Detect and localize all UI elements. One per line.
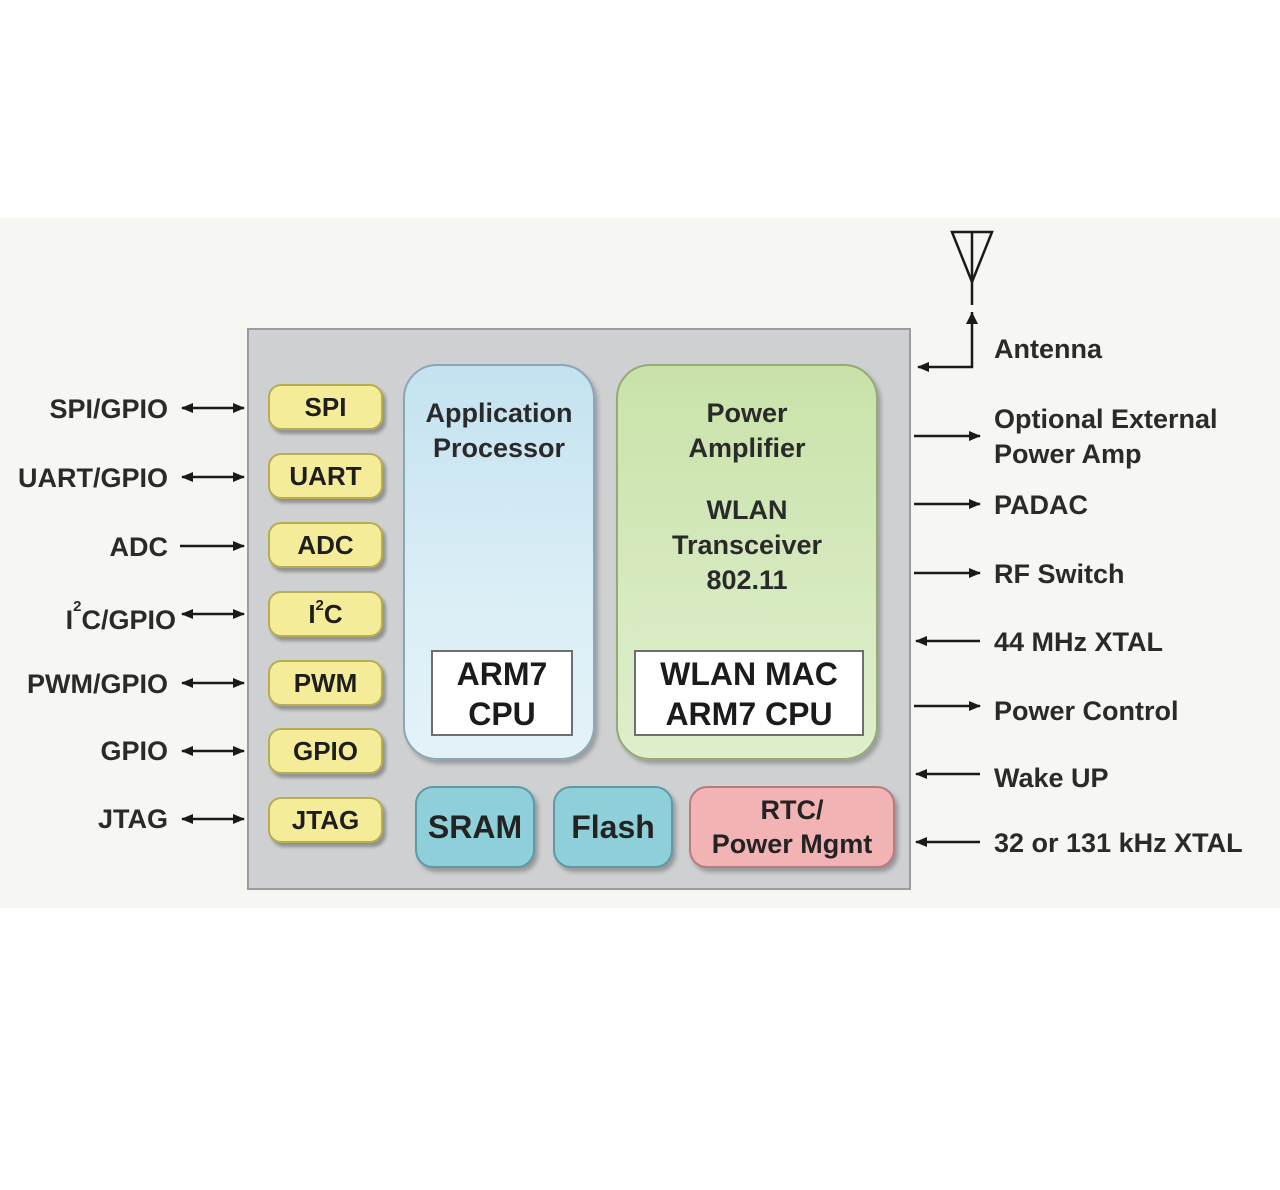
block-adc: ADC	[268, 522, 383, 568]
rtc-power-mgmt-block: RTC/ Power Mgmt	[689, 786, 895, 868]
wlan-line-amplifier: Amplifier	[688, 433, 806, 463]
label-wake-up: Wake UP	[994, 763, 1109, 793]
app-title-line1: Application	[425, 398, 573, 428]
sram-block: SRAM	[415, 786, 535, 868]
label-antenna: Antenna	[994, 334, 1102, 364]
block-uart: UART	[268, 453, 383, 499]
label-i2c-gpio: I2C/GPIO	[65, 598, 176, 635]
arm7-cpu-line1: ARM7	[456, 656, 548, 692]
label-pwm-gpio: PWM/GPIO	[27, 669, 168, 699]
block-jtag: JTAG	[268, 797, 383, 843]
label-32khz-xtal: 32 or 131 kHz XTAL	[994, 828, 1243, 858]
label-uart-gpio: UART/GPIO	[17, 463, 168, 493]
wlan-line-standard: 802.11	[706, 565, 788, 595]
app-title-line2: Processor	[432, 433, 566, 463]
arrow-antenna	[917, 312, 974, 372]
arm7-cpu-box: ARM7 CPU	[431, 650, 573, 736]
wlan-line-power: Power	[706, 398, 788, 428]
rtc-line2: Power Mgmt	[711, 829, 873, 859]
label-adc: ADC	[109, 532, 169, 562]
label-rf-switch: RF Switch	[994, 559, 1125, 589]
wlan-line-transceiver: Transceiver	[671, 530, 823, 560]
antenna-icon	[950, 230, 994, 305]
wlan-mac-cpu-box: WLAN MAC ARM7 CPU	[634, 650, 864, 736]
label-power-control: Power Control	[994, 696, 1179, 726]
application-processor-block: Application Processor ARM7 CPU	[403, 364, 595, 760]
wlan-mac-line2: ARM7 CPU	[665, 696, 833, 732]
block-spi: SPI	[268, 384, 383, 430]
label-ext-pa-line1: Optional External	[994, 404, 1218, 434]
wlan-mac-line1: WLAN MAC	[660, 656, 838, 692]
label-spi-gpio: SPI/GPIO	[49, 394, 168, 424]
block-pwm: PWM	[268, 660, 383, 706]
arm7-cpu-line2: CPU	[468, 696, 536, 732]
block-gpio: GPIO	[268, 728, 383, 774]
wlan-line-wlan: WLAN	[706, 495, 788, 525]
label-ext-pa-line2: Power Amp	[994, 439, 1142, 469]
wlan-transceiver-block: Power Amplifier WLAN Transceiver 802.11 …	[616, 364, 878, 760]
label-padac: PADAC	[994, 490, 1088, 520]
flash-block: Flash	[553, 786, 673, 868]
rtc-line1: RTC/	[760, 795, 824, 825]
label-44mhz-xtal: 44 MHz XTAL	[994, 627, 1164, 657]
label-jtag: JTAG	[97, 804, 168, 834]
label-gpio: GPIO	[100, 736, 168, 766]
